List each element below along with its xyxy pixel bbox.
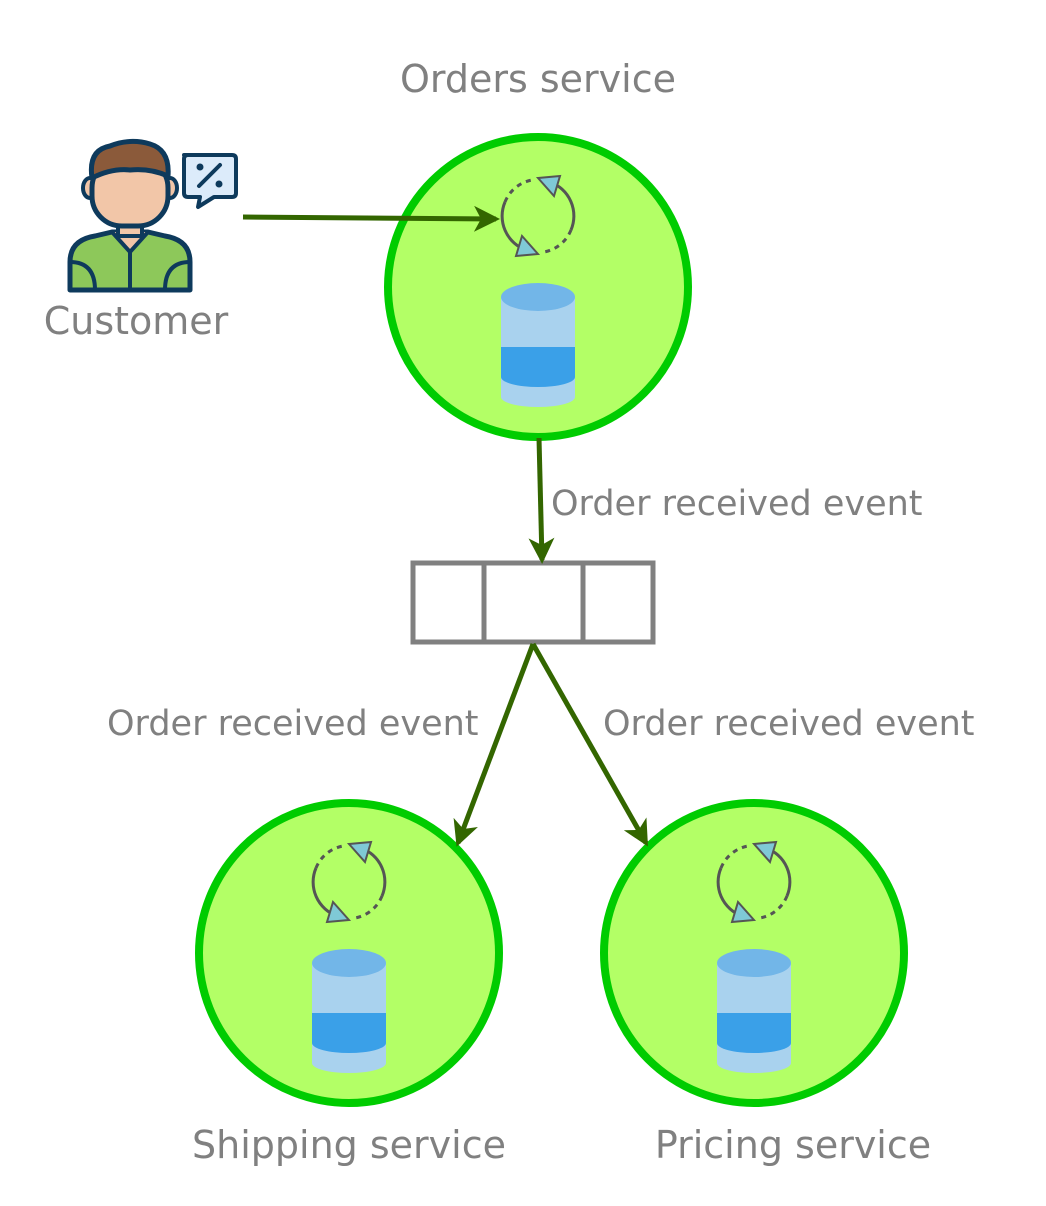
edge-orders-to-queue: Order received event [528, 437, 923, 564]
queue-to-shipping-arrow [453, 643, 536, 847]
database-icon [501, 283, 575, 407]
edge-customer-to-orders [242, 205, 500, 232]
edge-queue-to-pricing: Order received event [530, 642, 975, 847]
shipping-service-node: Shipping service [192, 799, 506, 1167]
orders-service-node: Orders service [384, 57, 692, 441]
edge-queue-to-shipping: Order received event [107, 643, 536, 847]
customer-discount-icon [67, 138, 238, 293]
queue-to-pricing-arrow [530, 642, 649, 847]
pricing-service-label: Pricing service [655, 1123, 931, 1167]
event-queue [410, 560, 656, 645]
queue-box [410, 560, 656, 645]
customer-node: Customer [44, 138, 238, 343]
customer-to-orders-arrow [242, 205, 500, 232]
database-icon [717, 949, 791, 1073]
pricing-service-node: Pricing service [600, 799, 931, 1167]
queue-to-shipping-label: Order received event [107, 704, 479, 744]
orders-to-queue-label: Order received event [551, 484, 923, 524]
customer-label: Customer [44, 299, 229, 343]
orders-to-queue-arrow [528, 437, 555, 564]
database-icon [312, 949, 386, 1073]
orders-service-label: Orders service [400, 57, 676, 101]
shipping-service-label: Shipping service [192, 1123, 506, 1167]
queue-to-pricing-label: Order received event [603, 704, 975, 744]
